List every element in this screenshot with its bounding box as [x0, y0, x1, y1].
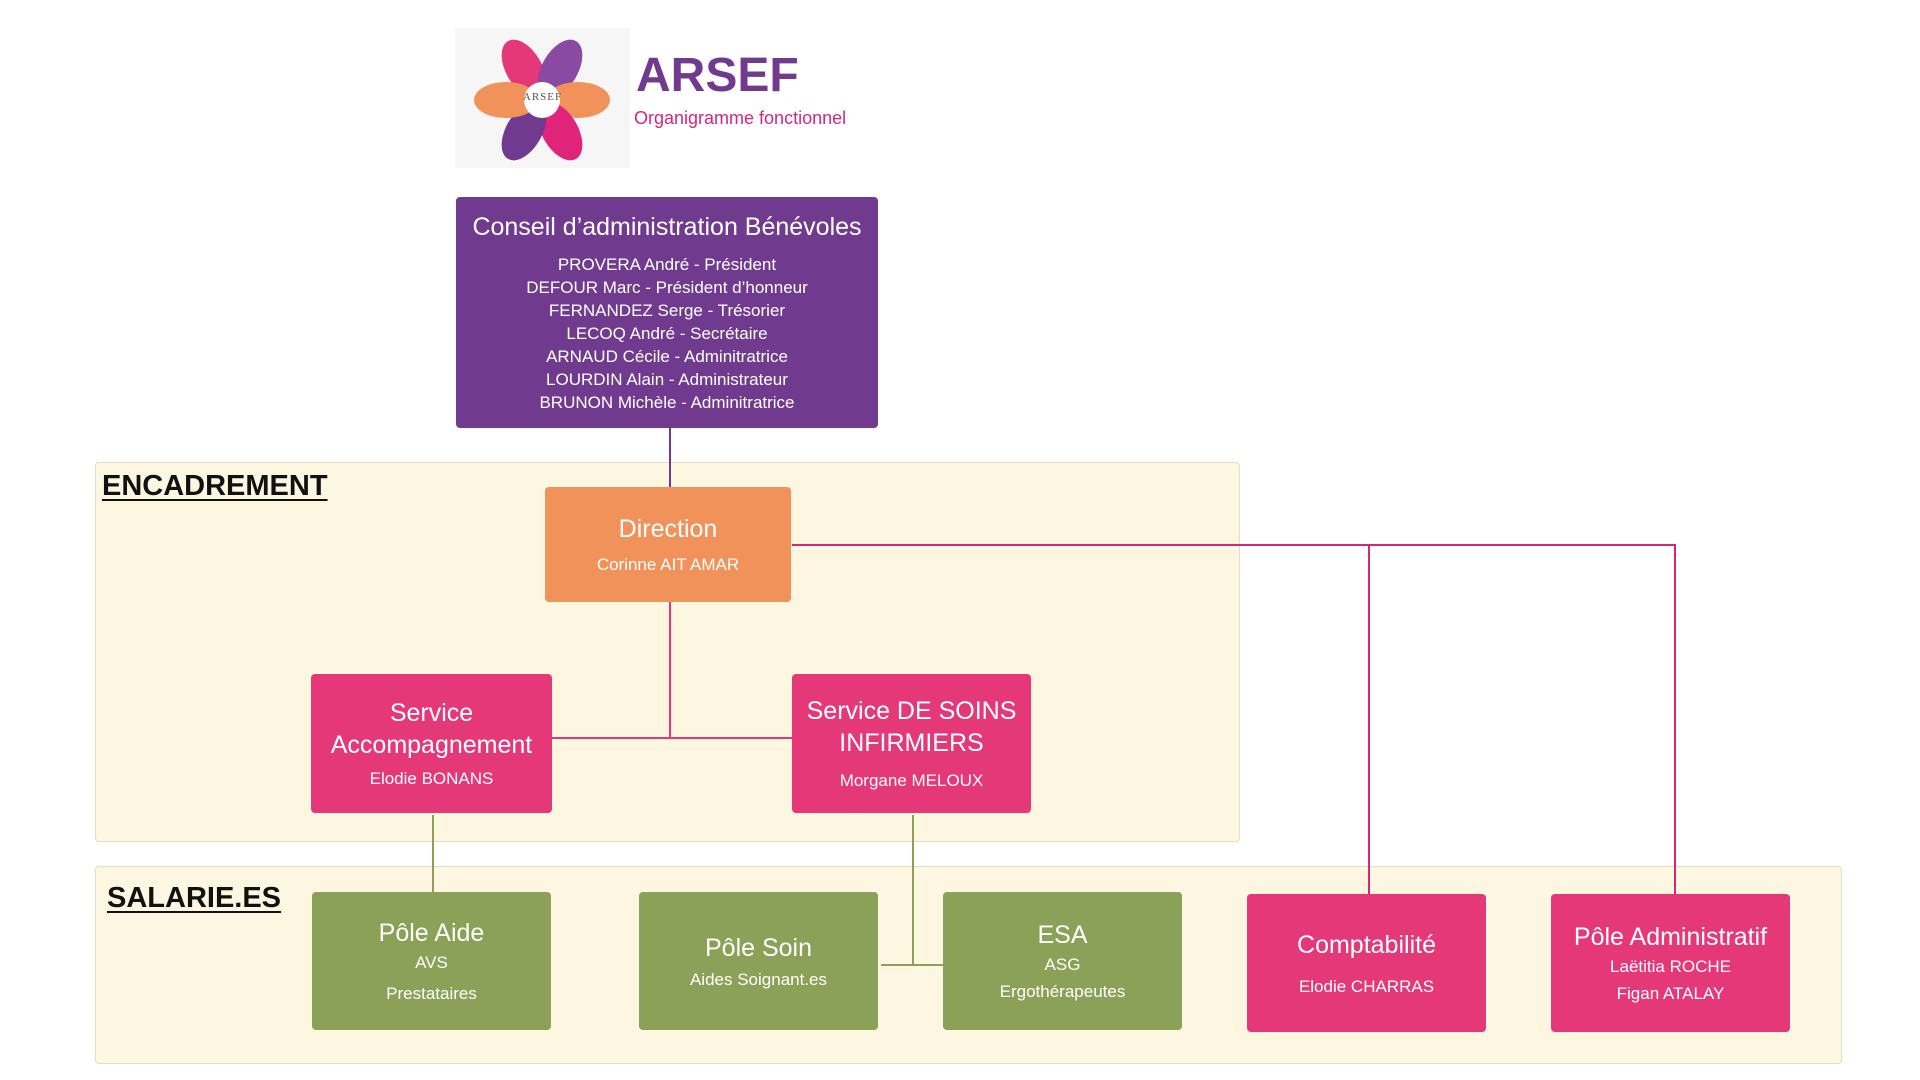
pole-administratif-title: Pôle Administratif	[1573, 923, 1768, 951]
flower-logo-icon	[455, 28, 630, 168]
arsef-logo: ARSEF	[455, 28, 630, 168]
board-member: PROVERA André - Président	[557, 255, 777, 274]
encadrement-label: ENCADREMENT	[102, 470, 328, 502]
board-member: LOURDIN Alain - Administrateur	[546, 370, 788, 389]
board-box: Conseil d’administration Bénévoles PROVE…	[456, 197, 878, 428]
chart-subtitle: Organigramme fonctionnel	[634, 108, 847, 128]
board-member: FERNANDEZ Serge - Trésorier	[548, 301, 786, 320]
esa-title: ESA	[1037, 921, 1088, 949]
comptabilite-box: Comptabilité Elodie CHARRAS	[1247, 894, 1486, 1032]
board-member: ARNAUD Cécile - Adminitratrice	[546, 347, 788, 366]
service-accompagnement-person: Elodie BONANS	[369, 769, 494, 788]
pole-administratif-line: Figan ATALAY	[1616, 984, 1725, 1003]
board-member: BRUNON Michèle - Adminitratrice	[539, 393, 795, 412]
pole-soin-box: Pôle Soin Aides Soignant.es	[639, 892, 878, 1030]
direction-title: Direction	[618, 515, 718, 543]
pole-soin-line: Aides Soignant.es	[689, 969, 828, 989]
direction-to-support-line	[792, 544, 1676, 896]
esa-line: ASG	[1044, 955, 1081, 974]
esa-box: ESA ASG Ergothérapeutes	[943, 892, 1182, 1030]
service-accompagnement-title: Service Accompagnement	[330, 699, 533, 759]
direction-box: Direction Corinne AIT AMAR	[545, 487, 791, 602]
board-members: PROVERA André - Président DEFOUR Marc - …	[526, 253, 808, 414]
service-soins-person: Morgane MELOUX	[839, 771, 984, 790]
service-soins-box: Service DE SOINS INFIRMIERS Morgane MELO…	[792, 674, 1031, 813]
pole-aide-title: Pôle Aide	[378, 919, 485, 947]
board-member: DEFOUR Marc - Président d’honneur	[526, 278, 808, 297]
logo-center-text: ARSEF	[522, 91, 563, 103]
comptabilite-title: Comptabilité	[1297, 930, 1436, 959]
organization-title: ARSEF	[636, 49, 799, 102]
pole-aide-line: AVS	[415, 953, 448, 972]
service-soins-title: Service DE SOINS INFIRMIERS	[806, 697, 1017, 757]
salaries-label: SALARIE.ES	[107, 882, 282, 914]
comptabilite-line: Elodie CHARRAS	[1298, 976, 1435, 996]
pole-aide-box: Pôle Aide AVS Prestataires	[312, 892, 551, 1030]
pole-administratif-box: Pôle Administratif Laëtitia ROCHE Figan …	[1551, 894, 1790, 1032]
board-member: LECOQ André - Secrétaire	[566, 324, 768, 343]
pole-administratif-line: Laëtitia ROCHE	[1610, 957, 1731, 976]
board-title: Conseil d’administration Bénévoles	[472, 213, 862, 241]
service-accompagnement-box: Service Accompagnement Elodie BONANS	[311, 674, 552, 813]
esa-line: Ergothérapeutes	[999, 982, 1126, 1001]
pole-soin-title: Pôle Soin	[704, 933, 813, 962]
direction-person: Corinne AIT AMAR	[596, 555, 740, 574]
pole-aide-line: Prestataires	[386, 984, 477, 1003]
